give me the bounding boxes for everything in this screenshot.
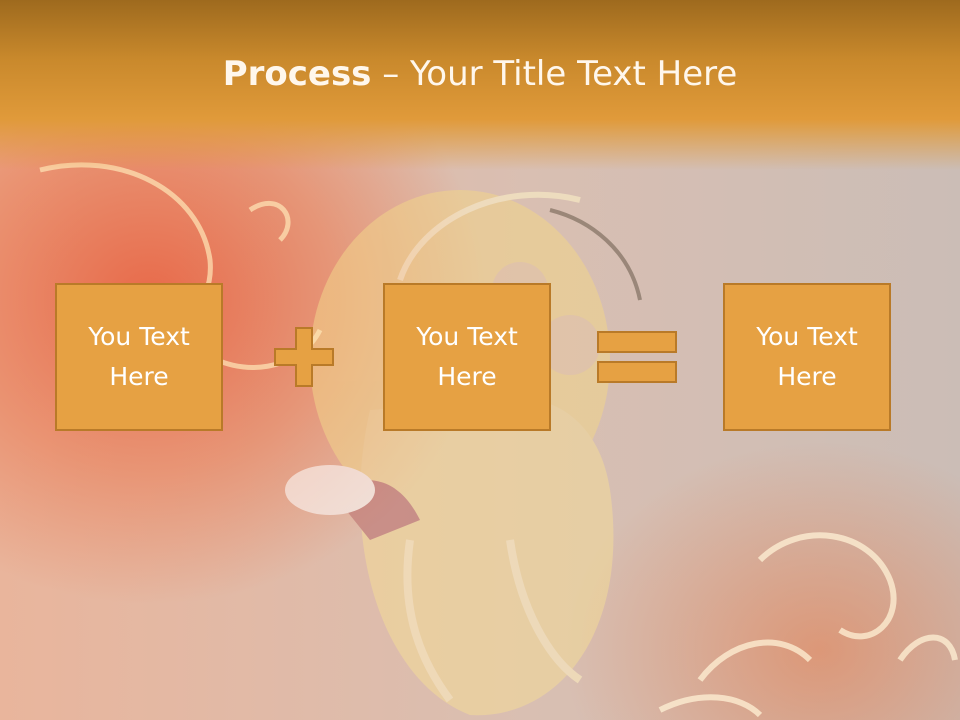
equals-icon xyxy=(597,331,677,383)
process-box-2[interactable]: You Text Here xyxy=(383,283,551,431)
title-bold: Process xyxy=(222,54,372,94)
process-box-2-line2: Here xyxy=(437,362,497,391)
plus-icon xyxy=(274,327,334,387)
process-box-1-line2: Here xyxy=(109,362,169,391)
process-box-3-line2: Here xyxy=(777,362,837,391)
title-rest: – Your Title Text Here xyxy=(371,54,738,94)
slide-title: Process – Your Title Text Here xyxy=(0,52,960,96)
swirl-decoration-right xyxy=(658,532,958,718)
process-box-3-line1: You Text xyxy=(756,322,858,351)
process-box-2-line1: You Text xyxy=(416,322,518,351)
title-bar xyxy=(0,0,960,170)
process-box-1-line1: You Text xyxy=(88,322,190,351)
process-box-3[interactable]: You Text Here xyxy=(723,283,891,431)
process-box-1[interactable]: You Text Here xyxy=(55,283,223,431)
